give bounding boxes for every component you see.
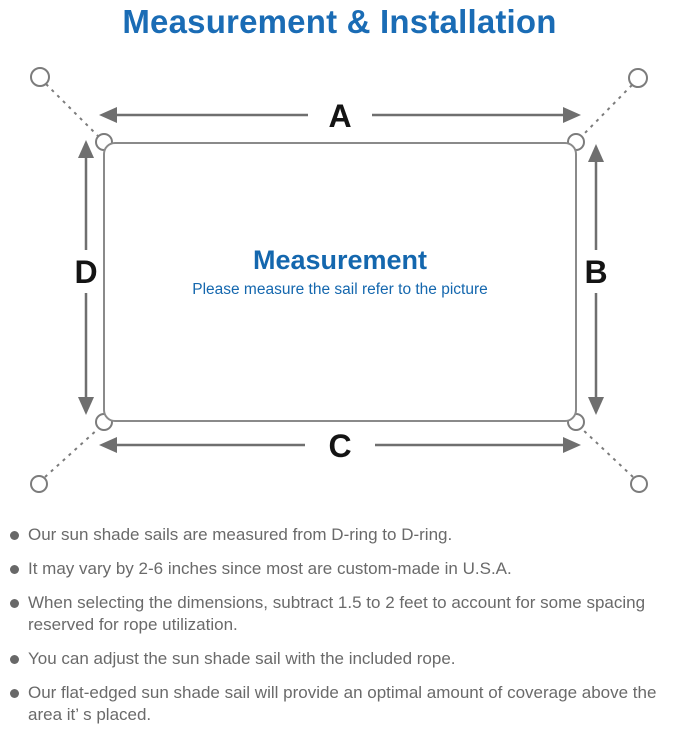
arrowhead-b-down-icon [588, 397, 604, 415]
anchor-ring-bottom-left-icon [30, 475, 48, 493]
diagram-center-title: Measurement [253, 245, 427, 275]
measurement-diagram: A B C D Measurement Please measure the s… [0, 50, 679, 515]
sail-rectangle [103, 142, 577, 422]
bullet-icon [0, 524, 28, 540]
dim-label-b: B [584, 254, 607, 290]
rope-line-top-left [45, 83, 100, 138]
anchor-ring-top-left-icon [30, 67, 50, 87]
page-title: Measurement & Installation [122, 3, 557, 40]
dim-label-d: D [74, 254, 97, 290]
note-text: You can adjust the sun shade sail with t… [28, 649, 456, 668]
note-text: Our flat-edged sun shade sail will provi… [28, 683, 657, 724]
bullet-icon [0, 558, 28, 574]
anchor-ring-bottom-right-icon [630, 475, 648, 493]
arrowhead-c-right-icon [563, 437, 581, 453]
rope-line-bottom-right [580, 427, 634, 478]
arrowhead-a-right-icon [563, 107, 581, 123]
arrowhead-d-down-icon [78, 397, 94, 415]
note-text: It may vary by 2-6 inches since most are… [28, 559, 512, 578]
sail-diagram-svg: A B C D Measurement Please measure the s… [30, 67, 648, 493]
bullet-icon [0, 682, 28, 698]
arrowhead-c-left-icon [99, 437, 117, 453]
note-text: Our sun shade sails are measured from D-… [28, 525, 453, 544]
arrowhead-b-up-icon [588, 144, 604, 162]
rope-line-top-right [580, 84, 633, 138]
anchor-ring-top-right-icon [628, 68, 648, 88]
notes-list: Our sun shade sails are measured from D-… [0, 524, 679, 738]
list-item: It may vary by 2-6 inches since most are… [0, 558, 679, 580]
arrowhead-d-up-icon [78, 140, 94, 158]
dim-label-c: C [328, 428, 351, 464]
bullet-icon [0, 648, 28, 664]
note-text: When selecting the dimensions, subtract … [28, 593, 646, 634]
bullet-icon [0, 592, 28, 608]
list-item: When selecting the dimensions, subtract … [0, 592, 679, 636]
list-item: Our sun shade sails are measured from D-… [0, 524, 679, 546]
rope-line-bottom-left [44, 427, 100, 478]
list-item: You can adjust the sun shade sail with t… [0, 648, 679, 670]
dim-label-a: A [328, 98, 351, 134]
diagram-center-subtitle: Please measure the sail refer to the pic… [192, 281, 488, 298]
arrowhead-a-left-icon [99, 107, 117, 123]
list-item: Our flat-edged sun shade sail will provi… [0, 682, 679, 726]
